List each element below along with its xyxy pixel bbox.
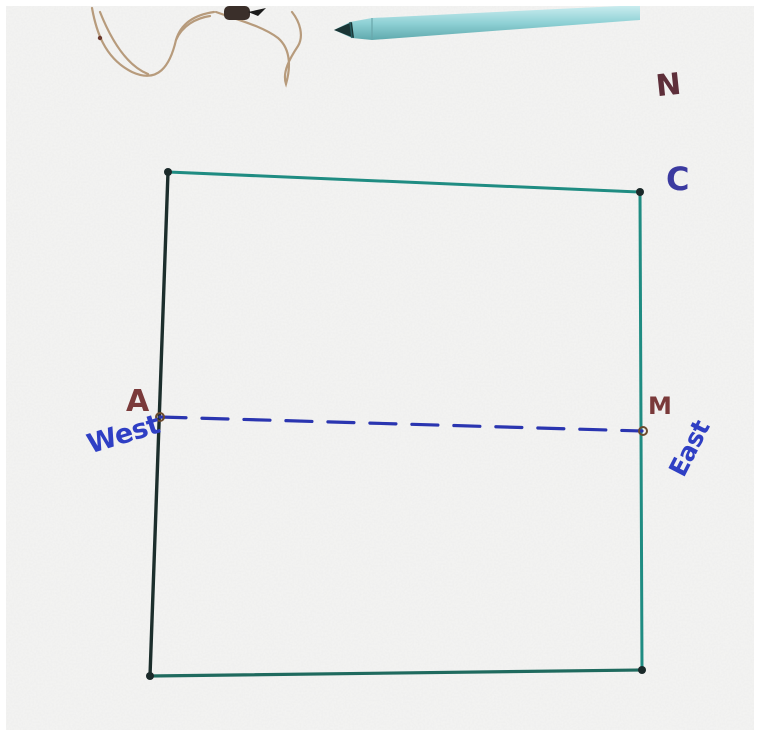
corner-bottom-right (638, 666, 646, 674)
square-diagram (146, 168, 648, 680)
foam-board (6, 6, 754, 730)
point-a-dot (155, 412, 165, 422)
dashed-line-a-m (158, 415, 644, 433)
corner-c (636, 188, 644, 196)
left-edge (148, 170, 170, 678)
point-m-label: M (648, 392, 672, 420)
top-edge (166, 170, 642, 194)
corner-top-left (164, 168, 172, 176)
bottom-edge (148, 668, 644, 678)
pen-icon (334, 6, 640, 40)
point-a-label: A (126, 384, 149, 419)
corner-c-label: C (666, 160, 689, 198)
wire-icon (90, 6, 302, 88)
corner-bottom-left (146, 672, 154, 680)
point-m-dot (638, 426, 648, 436)
north-label: N (654, 66, 683, 105)
